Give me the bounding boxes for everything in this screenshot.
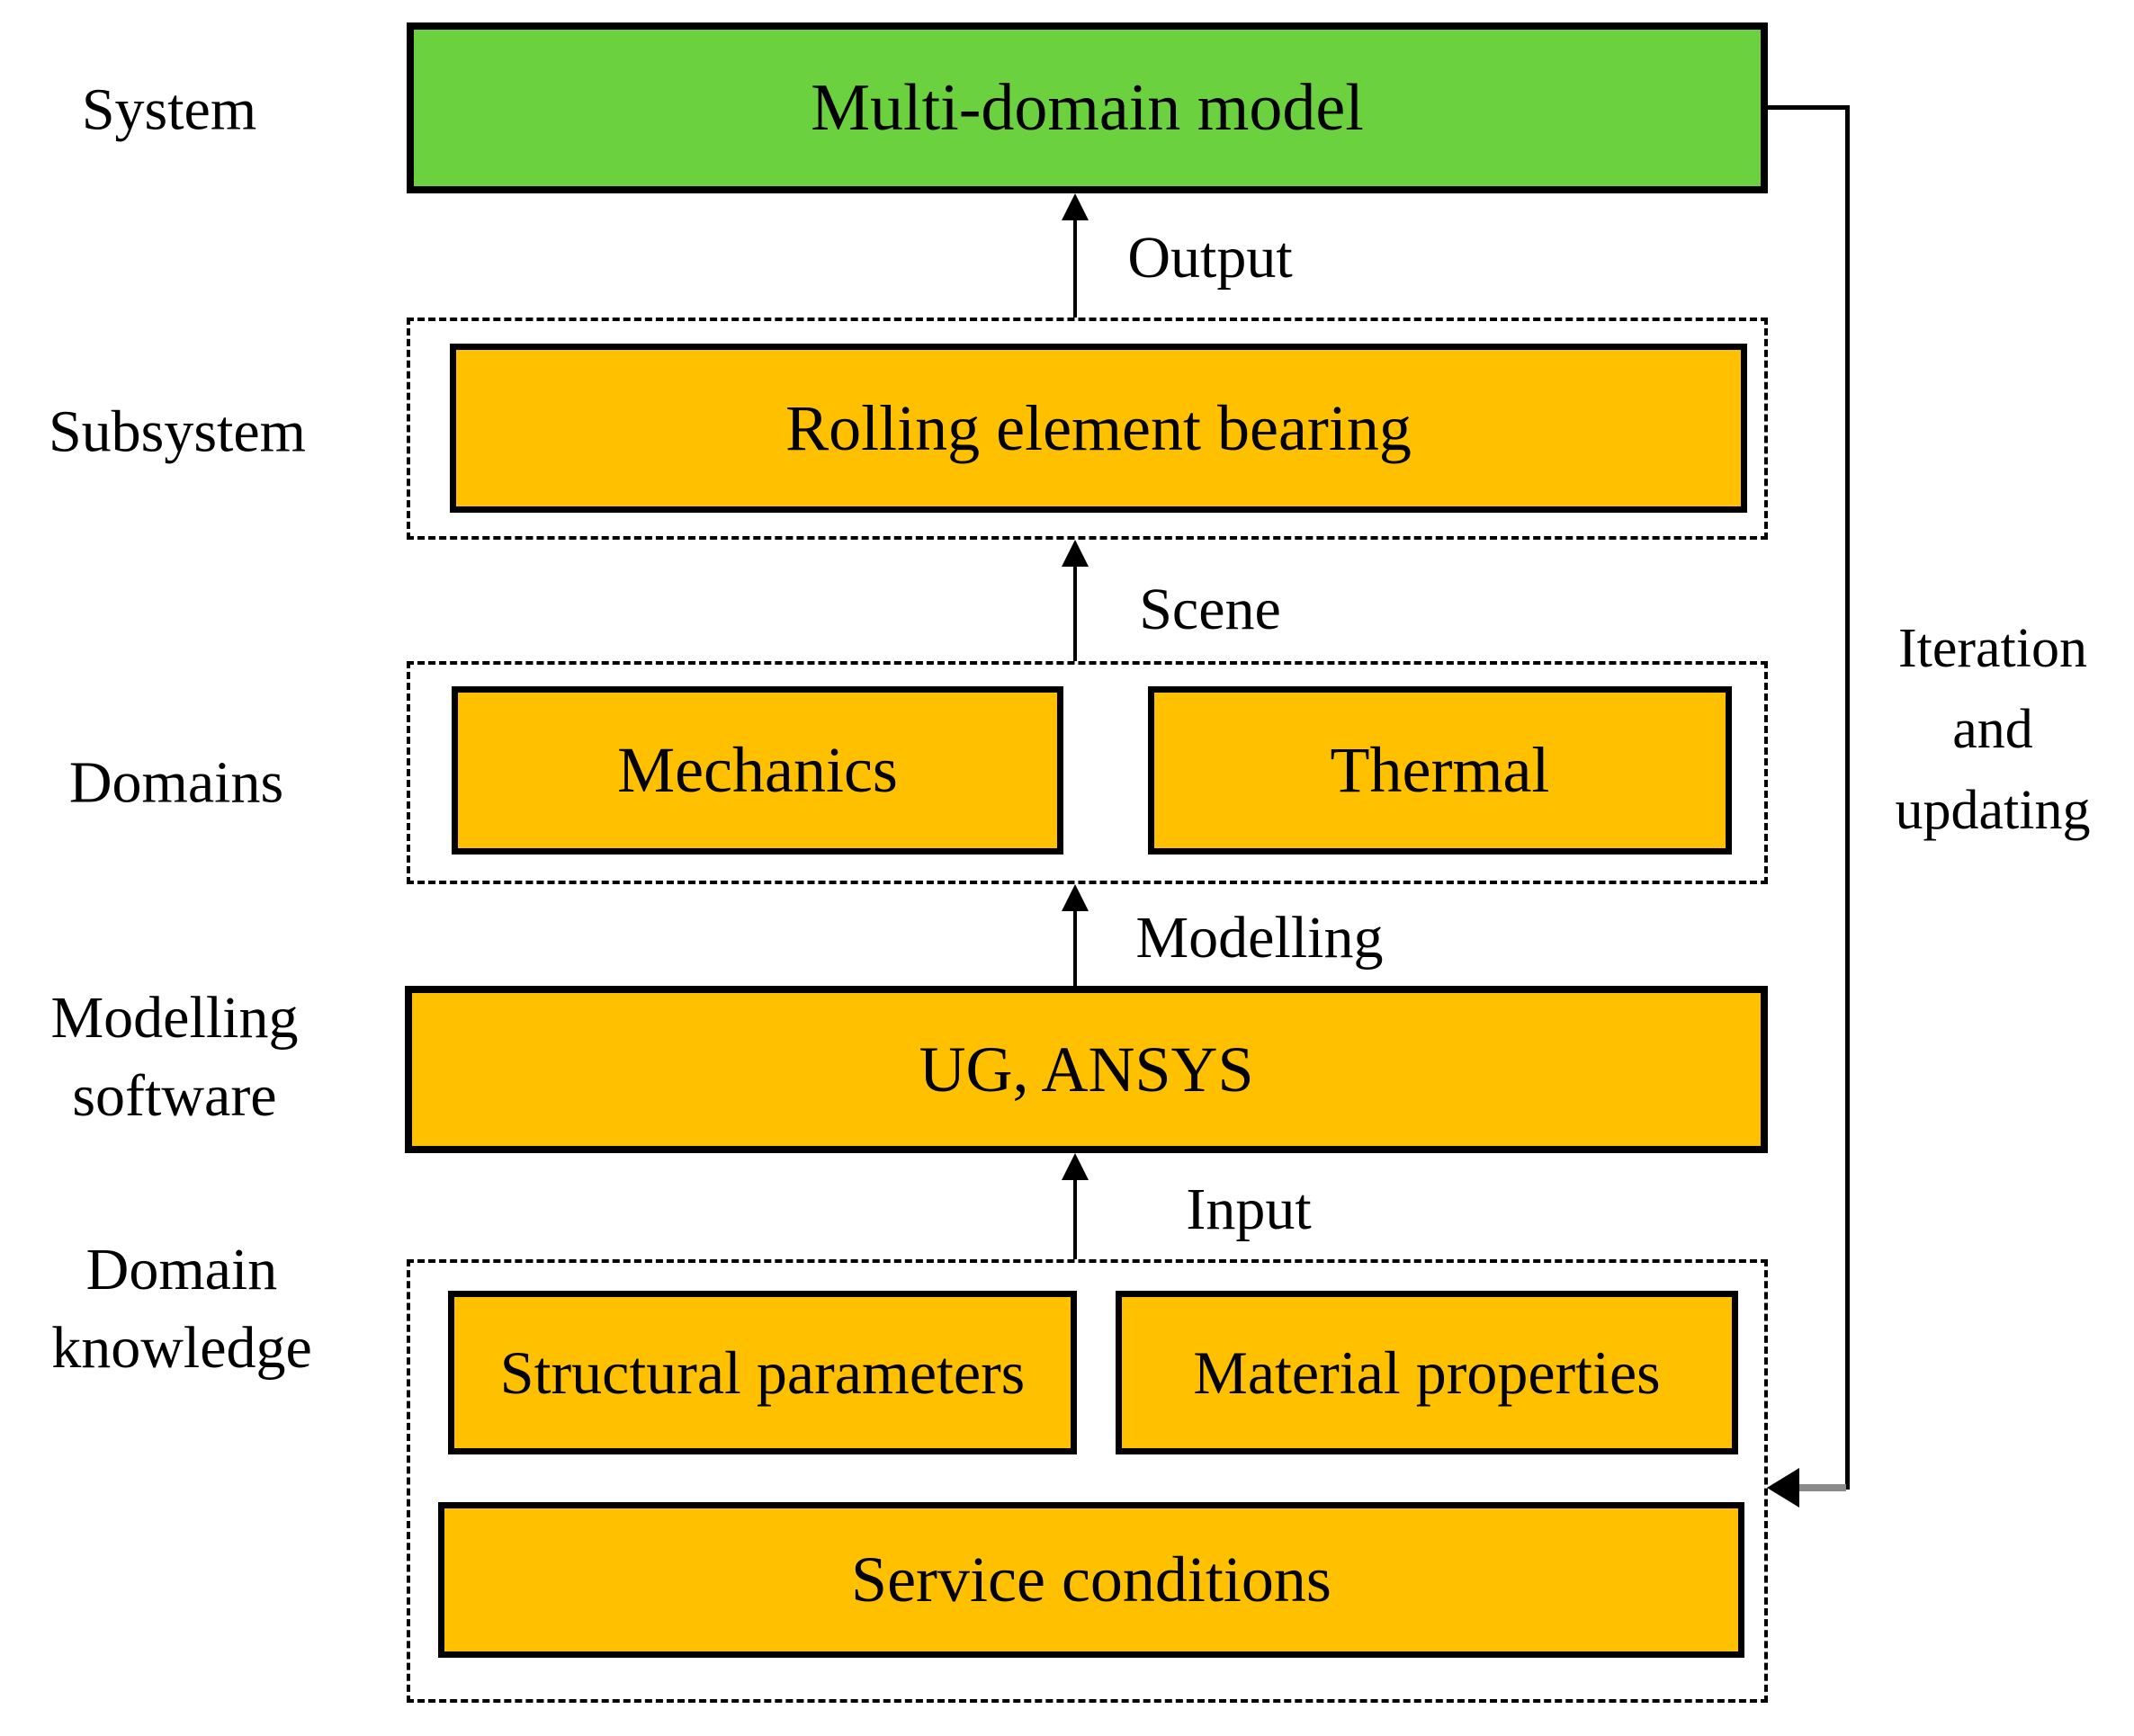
modelling-arrow-line xyxy=(1073,909,1077,986)
row-label-domain-knowledge: Domain knowledge xyxy=(51,1236,312,1381)
row-label-modelling-software: Modelling software xyxy=(50,984,299,1129)
arrow-label-modelling: Modelling xyxy=(1135,905,1384,971)
box-multi-domain-model: Multi-domain model xyxy=(407,22,1768,193)
box-material-properties-label: Material properties xyxy=(1193,1338,1661,1407)
box-structural-parameters-label: Structural parameters xyxy=(499,1338,1026,1407)
box-structural-parameters: Structural parameters xyxy=(448,1291,1077,1454)
box-service-conditions-label: Service conditions xyxy=(851,1544,1332,1615)
arrow-label-output: Output xyxy=(1127,225,1293,291)
box-thermal-label: Thermal xyxy=(1330,734,1550,806)
arrow-label-input: Input xyxy=(1186,1177,1312,1242)
modelling-arrowhead-up-icon xyxy=(1062,884,1089,911)
box-ug-ansys: UG, ANSYS xyxy=(405,986,1768,1153)
box-rolling-element-bearing: Rolling element bearing xyxy=(450,344,1747,513)
iteration-line-bottom xyxy=(1796,1484,1846,1491)
iteration-arrowhead-left-icon xyxy=(1767,1468,1799,1508)
group-domain-knowledge xyxy=(407,1259,1768,1703)
box-mechanics-label: Mechanics xyxy=(617,734,898,806)
row-label-system: System xyxy=(81,76,257,143)
group-domains xyxy=(407,661,1768,884)
arrow-label-scene: Scene xyxy=(1139,577,1281,642)
box-rolling-element-bearing-label: Rolling element bearing xyxy=(785,391,1412,464)
box-material-properties: Material properties xyxy=(1116,1291,1738,1454)
box-thermal: Thermal xyxy=(1148,686,1732,855)
scene-arrowhead-up-icon xyxy=(1062,540,1089,567)
scene-arrow-line xyxy=(1073,565,1077,661)
group-subsystem xyxy=(407,318,1768,540)
box-service-conditions: Service conditions xyxy=(438,1502,1744,1658)
input-arrow-line xyxy=(1073,1178,1077,1259)
iteration-line-vertical xyxy=(1845,105,1850,1490)
box-mechanics: Mechanics xyxy=(452,686,1063,855)
row-label-domains: Domains xyxy=(68,749,284,816)
box-ug-ansys-label: UG, ANSYS xyxy=(919,1033,1254,1105)
output-arrowhead-up-icon xyxy=(1062,193,1089,220)
output-arrow-line xyxy=(1073,219,1077,318)
row-label-subsystem: Subsystem xyxy=(48,398,307,465)
box-multi-domain-model-label: Multi-domain model xyxy=(811,70,1364,145)
input-arrowhead-up-icon xyxy=(1062,1153,1089,1180)
iteration-line-top xyxy=(1762,105,1850,110)
iteration-label: Iteration and updating xyxy=(1895,618,2091,841)
